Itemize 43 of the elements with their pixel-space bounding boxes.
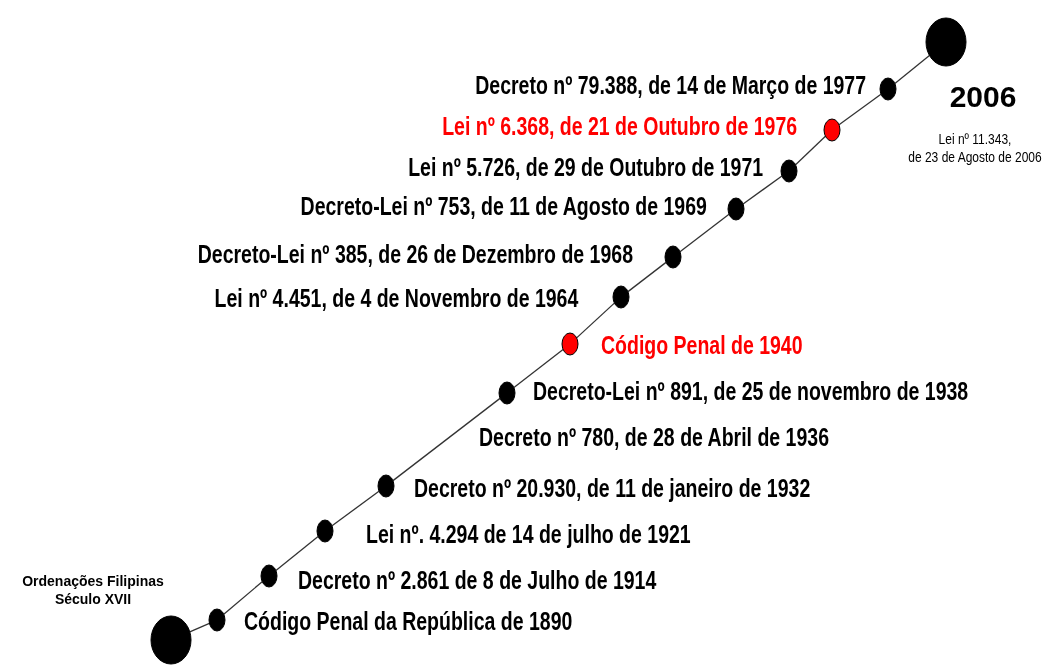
timeline-line [742, 175, 783, 205]
timeline-dot [377, 474, 395, 498]
event-label: Lei nº 5.726, de 29 de Outubro de 1971 [408, 154, 763, 180]
event-label: Decreto nº 2.861 de 8 de Julho de 1914 [298, 567, 657, 593]
timeline-dot [780, 159, 798, 183]
timeline-line [223, 581, 263, 615]
law-caption: Lei nº 11.343, de 23 de Agosto de 2006 [908, 130, 1042, 166]
timeline-line [513, 348, 564, 389]
event-label: Decreto nº 20.930, de 11 de janeiro de 1932 [414, 475, 811, 501]
event-label: Decreto nº 79.388, de 14 de Março de 1977 [475, 72, 866, 98]
timeline-dot [879, 77, 897, 101]
timeline-dot [561, 332, 579, 356]
timeline-line [627, 261, 667, 293]
timeline-dot [727, 197, 745, 221]
year-label: 2006 [949, 80, 1017, 114]
timeline-line [679, 213, 730, 253]
event-label: Decreto-Lei nº 891, de 25 de novembro de 1938 [533, 378, 969, 404]
timeline-line [275, 535, 319, 572]
timeline-line [894, 54, 931, 85]
timeline-dot [208, 608, 226, 632]
timeline-dot [664, 245, 682, 269]
timeline-line [331, 490, 380, 527]
event-label: Código Penal de 1940 [601, 332, 803, 358]
event-label: Lei nº 4.451, de 4 de Novembro de 1964 [214, 285, 578, 311]
milestone-dot [925, 17, 967, 67]
timeline-dot [823, 118, 841, 142]
event-label: Ordenações Filipinas Século XVII [21, 572, 165, 608]
timeline-line [392, 397, 501, 482]
milestone-dot [150, 615, 192, 665]
event-label: Decreto nº 780, de 28 de Abril de 1936 [479, 424, 829, 450]
event-label: Lei nº. 4.294 de 14 de julho de 1921 [366, 521, 691, 547]
event-label: Decreto-Lei nº 385, de 26 de Dezembro de 1968 [197, 241, 633, 267]
timeline-line [189, 622, 210, 633]
timeline-dot [260, 564, 278, 588]
timeline-line [838, 93, 882, 126]
event-label: Código Penal da República de 1890 [244, 608, 573, 634]
timeline-line [794, 135, 827, 166]
event-label: Decreto-Lei nº 753, de 11 de Agosto de 1969 [300, 193, 707, 219]
timeline-dot [316, 519, 334, 543]
event-label: Lei nº 6.368, de 21 de Outubro de 1976 [442, 113, 797, 139]
timeline-line [576, 302, 615, 339]
timeline-dot [498, 381, 516, 405]
timeline-dot [612, 285, 630, 309]
